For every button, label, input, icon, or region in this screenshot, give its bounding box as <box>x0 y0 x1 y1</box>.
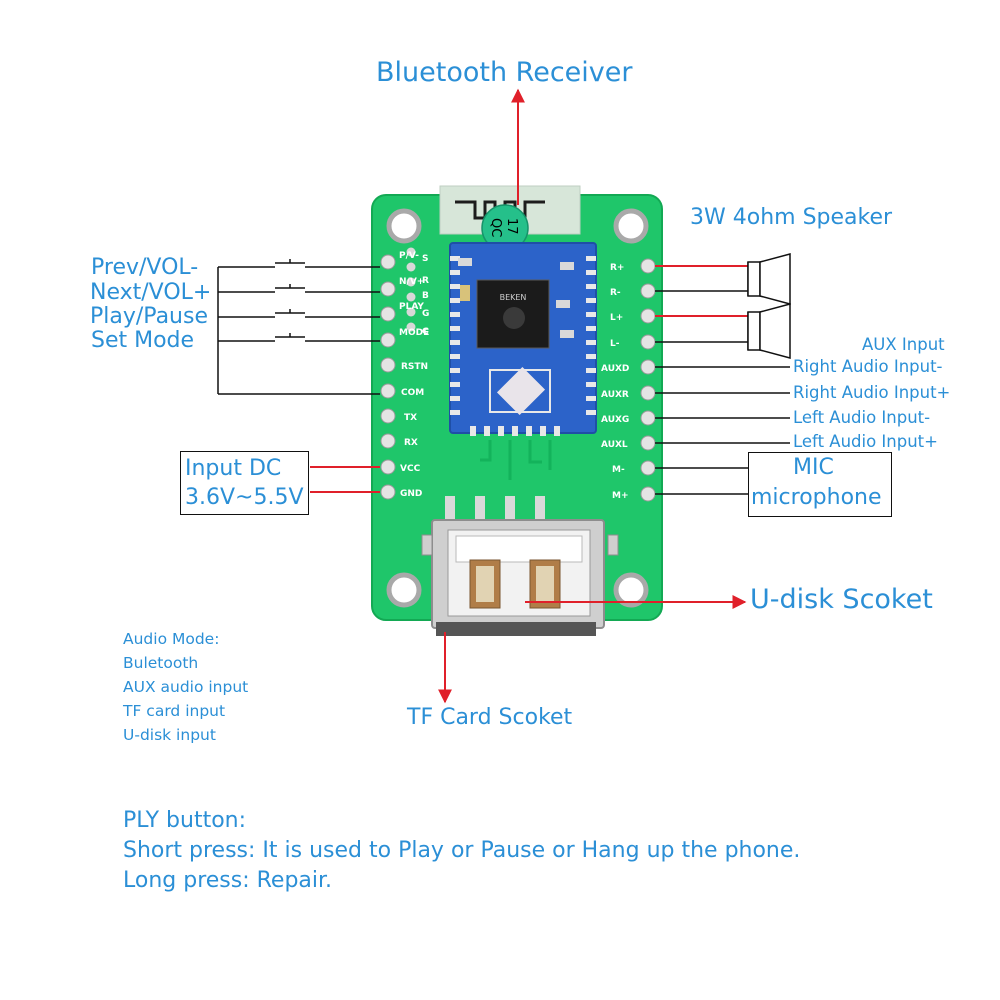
module-pins: S R B G C <box>406 247 429 337</box>
input-dc-range-label: 3.6V~5.5V <box>185 485 304 510</box>
svg-text:C: C <box>422 327 429 337</box>
left-audio-plus-label: Left Audio Input+ <box>793 432 938 451</box>
play-pause-label: Play/Pause <box>90 304 208 329</box>
right-pin-labels: R+ R- L+ L- AUXD AUXR AUXG AUXL M- M+ <box>601 263 629 501</box>
svg-text:R: R <box>422 276 429 286</box>
svg-text:VCC: VCC <box>400 464 421 474</box>
mic-label: MIC <box>793 455 834 480</box>
set-mode-label: Set Mode <box>91 328 195 353</box>
audio-mode-item: TF card input <box>123 702 226 720</box>
svg-text:P/V-: P/V- <box>399 251 419 261</box>
audio-mode-item: U-disk input <box>123 726 216 744</box>
svg-text:R-: R- <box>610 288 621 298</box>
svg-text:QC: QC <box>488 218 503 237</box>
qc-sticker: QC 17 <box>481 204 529 252</box>
speaker-icon <box>747 253 791 359</box>
svg-text:COM: COM <box>401 388 424 398</box>
svg-text:MODE: MODE <box>399 328 429 338</box>
ply-long-press-note: Long press: Repair. <box>123 868 333 893</box>
ply-button-heading: PLY button: <box>123 808 247 833</box>
pcb-board: QC 17 <box>371 185 663 636</box>
svg-text:M-: M- <box>612 465 625 475</box>
audio-mode-item: AUX audio input <box>123 678 249 696</box>
svg-text:L-: L- <box>610 339 620 349</box>
svg-text:M+: M+ <box>612 491 629 501</box>
svg-text:S: S <box>422 254 428 264</box>
svg-text:AUXL: AUXL <box>601 440 628 450</box>
left-header <box>380 254 396 500</box>
ply-short-press-note: Short press: It is used to Play or Pause… <box>123 838 801 863</box>
svg-text:G: G <box>422 309 429 319</box>
bluetooth-receiver-label: Bluetooth Receiver <box>376 57 633 88</box>
mic-box <box>748 452 892 517</box>
right-audio-minus-label: Right Audio Input- <box>793 357 943 376</box>
svg-text:17: 17 <box>504 218 519 235</box>
speaker-label: 3W 4ohm Speaker <box>690 205 893 230</box>
svg-text:GND: GND <box>400 489 422 499</box>
bluetooth-module: BEKEN <box>449 242 597 436</box>
next-vol-label: Next/VOL+ <box>90 280 212 305</box>
left-pin-labels: P/V- N/V+ PLAY MODE RSTN COM TX RX VCC G… <box>399 251 429 499</box>
svg-text:PLAY: PLAY <box>399 302 424 312</box>
audio-mode-heading: Audio Mode: <box>123 630 220 648</box>
microphone-label: microphone <box>751 485 882 510</box>
aux-input-label: AUX Input <box>862 335 945 354</box>
svg-text:RSTN: RSTN <box>401 362 428 372</box>
right-audio-plus-label: Right Audio Input+ <box>793 383 951 402</box>
audio-mode-item: Buletooth <box>123 654 199 672</box>
svg-text:RX: RX <box>404 438 418 448</box>
svg-text:TX: TX <box>404 413 417 423</box>
mounting-holes <box>386 208 649 608</box>
svg-text:AUXR: AUXR <box>601 390 629 400</box>
svg-text:R+: R+ <box>610 263 624 273</box>
right-header <box>640 258 656 502</box>
svg-text:L+: L+ <box>610 313 623 323</box>
input-dc-box <box>180 451 309 515</box>
svg-text:AUXG: AUXG <box>601 415 629 425</box>
usb-socket <box>421 496 619 636</box>
input-dc-label: Input DC <box>185 456 282 481</box>
svg-text:N/V+: N/V+ <box>399 277 424 287</box>
svg-text:B: B <box>422 291 429 301</box>
tf-card-socket-label: TF Card Scoket <box>407 705 573 730</box>
left-audio-minus-label: Left Audio Input- <box>793 408 931 427</box>
svg-text:BEKEN: BEKEN <box>500 293 527 302</box>
udisk-socket-label: U-disk Scoket <box>750 584 933 615</box>
red-leads <box>310 88 748 704</box>
prev-vol-label: Prev/VOL- <box>91 255 199 280</box>
svg-text:AUXD: AUXD <box>601 364 629 374</box>
